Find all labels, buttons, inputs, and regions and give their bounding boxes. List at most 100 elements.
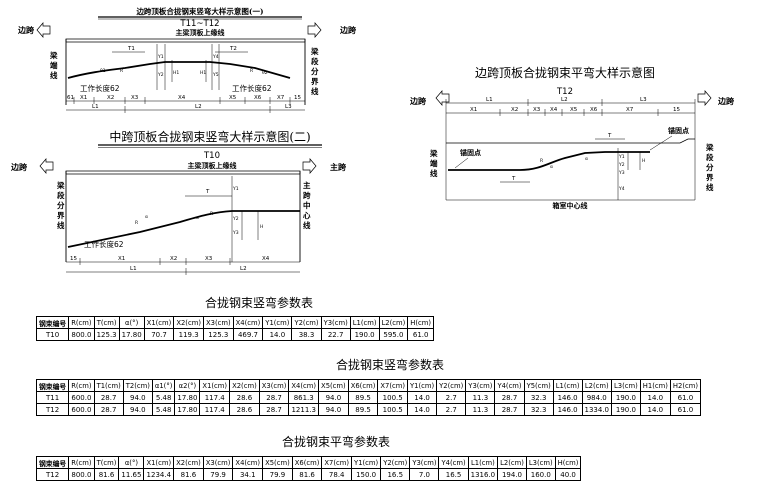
svg-text:L1: L1 xyxy=(486,97,493,103)
svg-text:15: 15 xyxy=(70,256,77,262)
svg-text:X4: X4 xyxy=(550,107,558,113)
svg-text:X2: X2 xyxy=(511,107,518,113)
d2-right-arrow-icon xyxy=(302,158,317,174)
svg-text:Y4: Y4 xyxy=(618,186,625,192)
diagram-1: 边跨顶板合拢钢束竖弯大样示意图(一) T11~T12 主梁顶板上缘线 边跨 边跨… xyxy=(17,6,357,113)
d3-title: 边跨顶板合拢钢束平弯大样示意图 xyxy=(475,65,655,80)
d3-right-arrow-icon xyxy=(697,90,712,106)
svg-text:X1: X1 xyxy=(118,256,125,262)
svg-text:R: R xyxy=(540,158,543,164)
d2-side-right: 主跨中心线 xyxy=(303,180,311,230)
diagram-3: 边跨顶板合拢钢束平弯大样示意图 边跨 边跨 T12 L1 L2 L3 X1 X2 X3 X… xyxy=(409,65,735,210)
d3-anchor-right: 锚固点 xyxy=(668,126,689,135)
svg-text:X3: X3 xyxy=(533,107,541,113)
svg-text:R: R xyxy=(120,68,123,74)
svg-text:α: α xyxy=(550,165,553,170)
d3-side-left: 梁端线 xyxy=(429,148,438,178)
svg-text:T: T xyxy=(205,189,210,195)
d3-left-span: 边跨 xyxy=(409,96,427,106)
d1-work-length-left: 工作长度62 xyxy=(80,83,120,93)
table3-title: 合拢钢束平弯参数表 xyxy=(282,435,391,449)
svg-text:X5: X5 xyxy=(229,95,237,101)
svg-text:H: H xyxy=(260,224,263,230)
d2-left-arrow-icon xyxy=(39,158,54,174)
svg-text:L3: L3 xyxy=(640,97,647,103)
svg-text:L1: L1 xyxy=(130,266,137,272)
svg-text:θ1: θ1 xyxy=(100,68,106,74)
d1-title: 边跨顶板合拢钢束竖弯大样示意图(一) xyxy=(135,6,263,16)
d3-right-span: 边跨 xyxy=(717,96,735,106)
d3-beam-label: T12 xyxy=(556,87,573,97)
d2-title: 中跨顶板合拢钢束竖弯大样示意图(二) xyxy=(109,129,310,144)
svg-text:L3: L3 xyxy=(285,104,292,110)
d2-left-span: 边跨 xyxy=(10,162,28,172)
svg-text:X4: X4 xyxy=(178,95,186,101)
svg-text:α: α xyxy=(585,157,588,162)
table1-title: 合拢钢束竖弯参数表 xyxy=(205,296,314,310)
svg-text:T: T xyxy=(511,176,516,182)
d1-right-span: 边跨 xyxy=(339,25,357,35)
table2-title: 合拢钢束竖弯参数表 xyxy=(336,358,445,372)
svg-text:X5: X5 xyxy=(570,107,578,113)
d2-deck-line-label: 主梁顶板上缘线 xyxy=(188,161,237,170)
d2-side-left: 梁段分界线 xyxy=(56,180,65,230)
svg-text:61: 61 xyxy=(67,95,74,101)
svg-text:X1: X1 xyxy=(470,107,477,113)
svg-text:X4: X4 xyxy=(262,256,270,262)
svg-text:Y2: Y2 xyxy=(618,162,625,168)
svg-text:X7: X7 xyxy=(277,95,285,101)
svg-text:R: R xyxy=(135,220,138,226)
diagram-2: 中跨顶板合拢钢束竖弯大样示意图(二) T10 主梁顶板上缘线 边跨 主跨 梁段分… xyxy=(10,129,347,275)
svg-text:L2: L2 xyxy=(561,97,568,103)
svg-text:X2: X2 xyxy=(107,95,114,101)
svg-text:L2: L2 xyxy=(240,266,247,272)
d2-work-length: 工作长度62 xyxy=(84,239,124,249)
d1-left-arrow-icon xyxy=(36,22,51,38)
svg-text:R: R xyxy=(250,68,253,74)
d3-side-right: 梁段分界线 xyxy=(705,142,714,192)
svg-text:X1: X1 xyxy=(80,95,87,101)
svg-text:Y3: Y3 xyxy=(232,230,239,236)
svg-text:α: α xyxy=(196,216,199,221)
svg-text:T1: T1 xyxy=(127,46,135,52)
svg-text:Y5: Y5 xyxy=(212,72,219,78)
svg-text:X6: X6 xyxy=(254,95,262,101)
d1-side-right: 梁段分界线 xyxy=(310,46,319,96)
svg-text:15: 15 xyxy=(294,95,301,101)
svg-text:X7: X7 xyxy=(626,107,634,113)
svg-text:15: 15 xyxy=(673,107,680,113)
d3-tendon xyxy=(448,151,650,171)
d3-anchor-left: 锚固点 xyxy=(460,148,481,157)
d1-left-span: 边跨 xyxy=(17,25,35,35)
svg-text:L2: L2 xyxy=(195,104,202,110)
svg-text:Y2: Y2 xyxy=(157,72,164,78)
d2-beam-label: T10 xyxy=(203,151,220,161)
svg-text:Y1: Y1 xyxy=(157,54,164,60)
svg-text:T: T xyxy=(607,133,612,139)
d2-tendon xyxy=(67,210,300,248)
svg-text:Y1: Y1 xyxy=(618,154,625,160)
d1-deck-line-label: 主梁顶板上缘线 xyxy=(176,28,225,37)
d3-center-line: 箱室中心线 xyxy=(553,201,588,210)
svg-text:X3: X3 xyxy=(205,256,213,262)
svg-text:Y2: Y2 xyxy=(232,216,239,222)
d2-right-span: 主跨 xyxy=(330,162,347,172)
d1-right-arrow-icon xyxy=(307,22,322,38)
svg-text:Y1: Y1 xyxy=(232,186,239,192)
svg-text:X3: X3 xyxy=(131,95,139,101)
svg-text:L1: L1 xyxy=(92,104,99,110)
svg-text:H: H xyxy=(642,158,645,164)
svg-text:R: R xyxy=(210,211,213,217)
d1-work-length-right: 工作长度62 xyxy=(232,83,272,93)
svg-text:X6: X6 xyxy=(590,107,598,113)
svg-text:θ2: θ2 xyxy=(262,70,268,76)
d1-side-left: 梁端线 xyxy=(49,50,58,80)
